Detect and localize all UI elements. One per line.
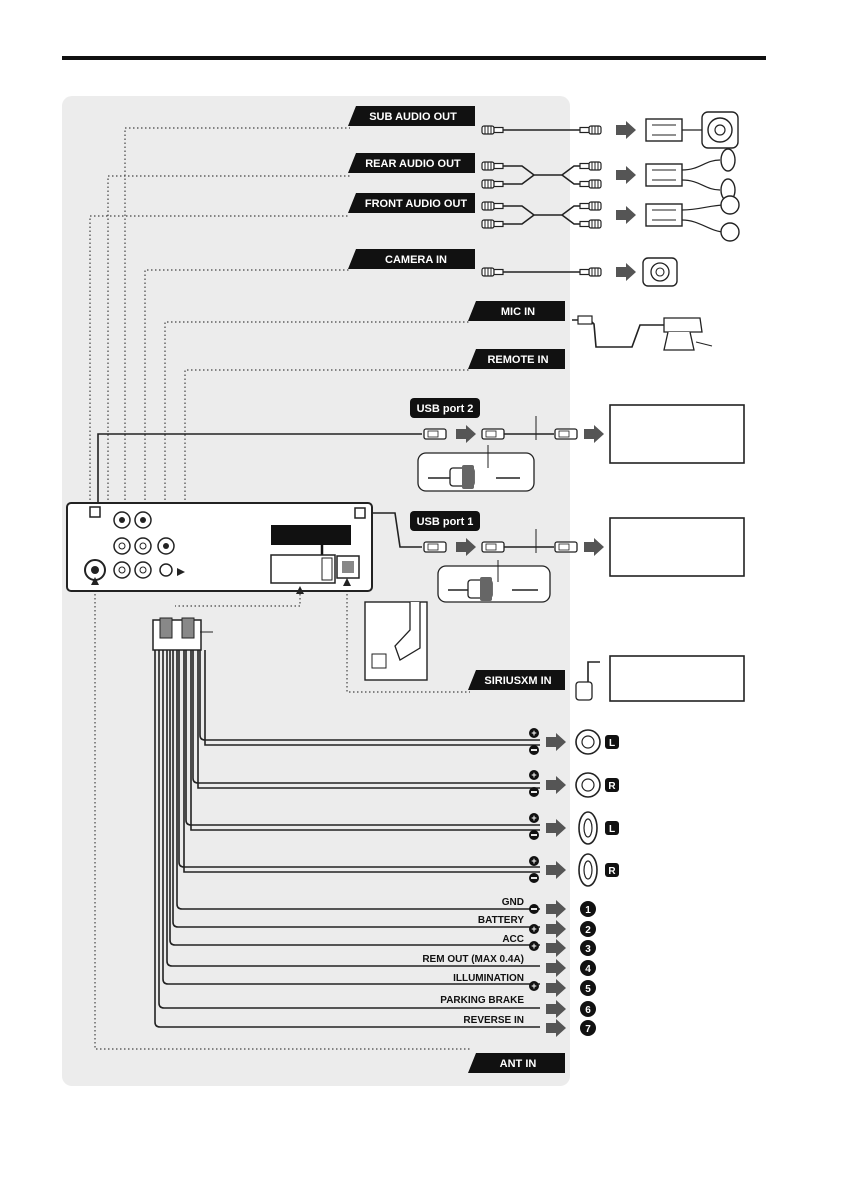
svg-text:ACC: ACC (502, 934, 524, 945)
speaker-rear-left: L (579, 812, 619, 844)
svg-text:FRONT AUDIO OUT: FRONT AUDIO OUT (365, 198, 468, 210)
svg-text:MIC IN: MIC IN (501, 306, 535, 318)
svg-text:CAMERA IN: CAMERA IN (385, 254, 447, 266)
svg-text:R: R (608, 781, 616, 792)
tag-ant-in: ANT IN (468, 1053, 565, 1073)
svg-text:REMOTE IN: REMOTE IN (487, 354, 548, 366)
svg-text:REAR AUDIO OUT: REAR AUDIO OUT (365, 158, 461, 170)
svg-text:3: 3 (585, 944, 591, 955)
tag-siriusxm-in: SIRIUSXM IN (468, 670, 565, 690)
svg-text:R: R (608, 866, 616, 877)
tag-front-audio-out: FRONT AUDIO OUT (348, 193, 475, 213)
svg-text:SUB AUDIO OUT: SUB AUDIO OUT (369, 111, 457, 123)
head-unit-rear (67, 503, 372, 591)
svg-text:6: 6 (585, 1005, 591, 1016)
svg-text:L: L (609, 824, 615, 835)
tag-usb-port-1: USB port 1 (410, 511, 480, 531)
svg-text:SIRIUSXM IN: SIRIUSXM IN (484, 675, 551, 687)
svg-text:ILLUMINATION: ILLUMINATION (453, 973, 524, 984)
tag-sub-audio-out: SUB AUDIO OUT (348, 106, 475, 126)
svg-text:USB port 2: USB port 2 (417, 403, 474, 415)
tag-mic-in: MIC IN (468, 301, 565, 321)
tag-camera-in: CAMERA IN (348, 249, 475, 269)
svg-text:USB port 1: USB port 1 (417, 516, 474, 528)
speaker-front-right: R (576, 773, 619, 797)
lead-number-badges: 1 2 3 4 5 6 7 (580, 901, 596, 1036)
tag-usb-port-2: USB port 2 (410, 398, 480, 418)
microphone (572, 316, 712, 350)
svg-text:1: 1 (585, 905, 591, 916)
svg-text:4: 4 (585, 964, 591, 975)
svg-text:GND: GND (502, 897, 524, 908)
svg-text:L: L (609, 738, 615, 749)
usb-device-1 (610, 518, 744, 576)
speaker-rear-right: R (579, 854, 619, 886)
speaker-front-left: L (576, 730, 619, 754)
header-rule (62, 56, 766, 60)
svg-text:ANT IN: ANT IN (500, 1058, 537, 1070)
svg-text:REM OUT (MAX 0.4A): REM OUT (MAX 0.4A) (422, 954, 524, 965)
svg-text:PARKING BRAKE: PARKING BRAKE (440, 995, 524, 1006)
tag-remote-in: REMOTE IN (468, 349, 565, 369)
svg-text:7: 7 (585, 1024, 591, 1035)
svg-text:REVERSE IN: REVERSE IN (463, 1015, 524, 1026)
usb-device-2 (610, 405, 744, 463)
svg-text:BATTERY: BATTERY (478, 915, 524, 926)
svg-text:2: 2 (585, 925, 591, 936)
tag-rear-audio-out: REAR AUDIO OUT (348, 153, 475, 173)
svg-text:5: 5 (585, 984, 591, 995)
